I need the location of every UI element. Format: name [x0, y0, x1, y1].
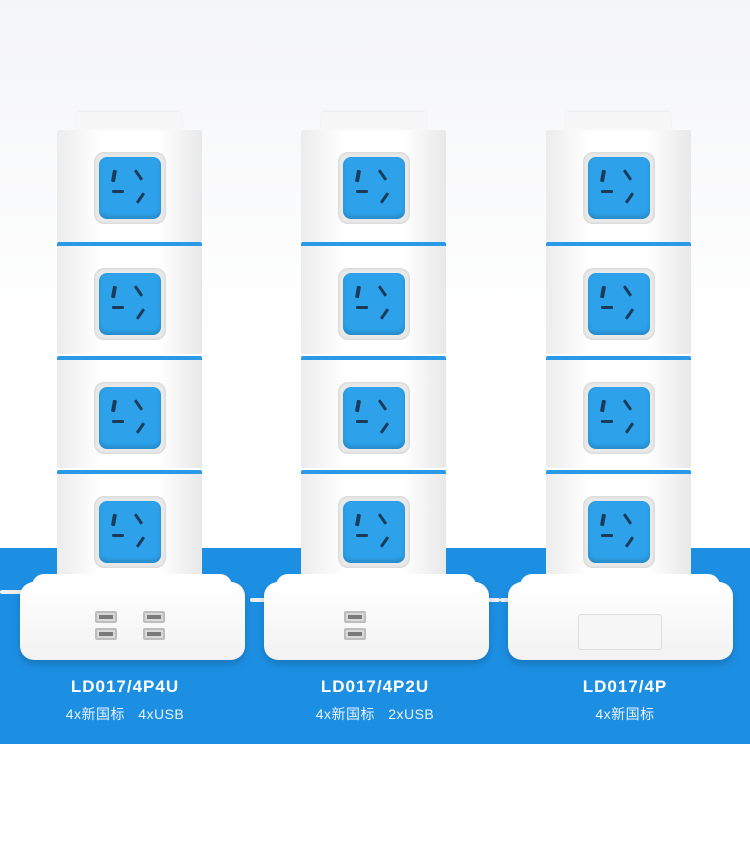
socket-module — [57, 470, 202, 582]
outlet-icon — [583, 152, 655, 224]
model-spec: 4x新国标 4xUSB — [65, 706, 185, 722]
tower-base — [508, 574, 733, 660]
model-name: LD017/4P — [582, 677, 668, 696]
tower-cap — [321, 112, 426, 130]
outlet-icon — [583, 382, 655, 454]
socket-module — [57, 356, 202, 468]
blank-panel — [578, 614, 662, 650]
usb-icon — [344, 611, 366, 623]
outlet-icon — [583, 268, 655, 340]
socket-module — [301, 356, 446, 468]
usb-icon — [95, 611, 117, 623]
tower-cap — [77, 112, 182, 130]
product-card-1: LD017/4P4U 4x新国标 4xUSB — [0, 0, 250, 744]
power-cable — [500, 598, 510, 602]
tower-cap — [566, 112, 671, 130]
socket-module — [546, 242, 691, 354]
power-tower — [57, 112, 202, 582]
socket-module — [546, 470, 691, 582]
socket-module — [301, 130, 446, 242]
socket-module — [57, 242, 202, 354]
model-name: LD017/4P4U — [70, 677, 180, 696]
power-tower — [546, 112, 691, 582]
bottom-strip — [0, 744, 750, 847]
usb-icon — [344, 628, 366, 640]
outlet-icon — [94, 152, 166, 224]
outlet-icon — [94, 268, 166, 340]
tower-base — [20, 574, 245, 660]
usb-icon — [143, 611, 165, 623]
model-name: LD017/4P2U — [320, 677, 430, 696]
socket-module — [301, 242, 446, 354]
outlet-icon — [338, 268, 410, 340]
model-spec: 4x新国标 2xUSB — [315, 706, 435, 722]
socket-module — [57, 130, 202, 242]
socket-module — [546, 356, 691, 468]
socket-module — [301, 470, 446, 582]
outlet-icon — [338, 152, 410, 224]
model-spec: 4x新国标 — [595, 706, 655, 722]
usb-icon — [95, 628, 117, 640]
power-tower — [301, 112, 446, 582]
outlet-icon — [338, 496, 410, 568]
usb-icon — [143, 628, 165, 640]
product-card-3: LD017/4P 4x新国标 — [500, 0, 750, 744]
tower-base — [264, 574, 489, 660]
power-cable — [250, 598, 272, 602]
product-card-2: LD017/4P2U 4x新国标 2xUSB — [250, 0, 500, 744]
socket-module — [546, 130, 691, 242]
outlet-icon — [94, 382, 166, 454]
outlet-icon — [94, 496, 166, 568]
outlet-icon — [338, 382, 410, 454]
outlet-icon — [583, 496, 655, 568]
